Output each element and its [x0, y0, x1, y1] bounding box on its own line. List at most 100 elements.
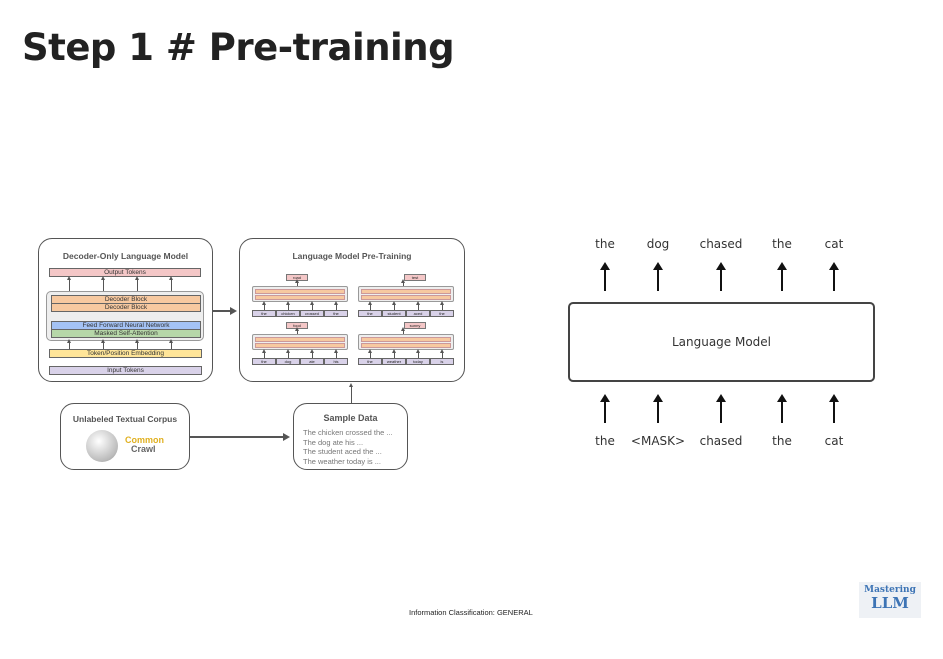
- input-token: aced: [406, 310, 430, 317]
- arrow-icon: [440, 349, 444, 358]
- up-arrow-icon: [653, 262, 663, 291]
- arrow-icon: [440, 301, 444, 310]
- input-token: weather: [382, 358, 406, 365]
- sample-line: The chicken crossed the ...: [303, 428, 393, 437]
- arrow-icon: [310, 349, 314, 358]
- arrow-icon: [169, 276, 173, 291]
- arrow-icon: [334, 301, 338, 310]
- corpus-box: Unlabeled Textual Corpus Common Crawl: [60, 403, 190, 470]
- input-token: the: [772, 434, 792, 448]
- decoder-block: [358, 334, 454, 350]
- arrow-icon: [169, 339, 173, 349]
- sample-line: The dog ate his ...: [303, 437, 364, 447]
- sample-title: Sample Data: [323, 413, 378, 423]
- decoder-title: Decoder-Only Language Model: [62, 251, 189, 261]
- arrow-icon: [190, 433, 290, 440]
- arrow-icon: [286, 349, 290, 358]
- decoder-block: [252, 286, 348, 302]
- arrow-icon: [368, 301, 372, 310]
- up-arrow-icon: [777, 262, 787, 291]
- arrow-icon: [101, 276, 105, 291]
- common-crawl-logo: Common: [125, 435, 164, 445]
- arrow-icon: [401, 279, 405, 286]
- decoder-model-box: Decoder-Only Language Model Output Token…: [38, 238, 213, 382]
- arrow-icon: [401, 327, 405, 334]
- decoder-block: [358, 286, 454, 302]
- up-arrow-icon: [716, 394, 726, 423]
- mastering-llm-logo: Mastering LLM: [859, 582, 921, 618]
- arrow-icon: [295, 279, 299, 286]
- arrow-icon: [213, 307, 237, 314]
- logo-line1: Mastering: [864, 585, 916, 595]
- decoder-block: [252, 334, 348, 350]
- input-token: the: [430, 310, 454, 317]
- input-token: the: [595, 434, 615, 448]
- sample-line: The weather today is ...: [303, 456, 381, 466]
- output-token: cat: [824, 237, 844, 251]
- up-arrow-icon: [653, 394, 663, 423]
- input-token: is: [430, 358, 454, 365]
- input-token: crossed: [300, 310, 324, 317]
- arrow-icon: [135, 276, 139, 291]
- predicted-token: test: [404, 274, 426, 281]
- arrow-icon: [67, 276, 71, 291]
- arrow-icon: [334, 349, 338, 358]
- arrow-icon: [416, 301, 420, 310]
- input-token: chased: [699, 434, 743, 448]
- arrow-icon: [392, 301, 396, 310]
- page-title: Step 1 # Pre-training: [22, 26, 455, 69]
- input-token: ate: [300, 358, 324, 365]
- predicted-token: sunny: [404, 322, 426, 329]
- input-token: cat: [824, 434, 844, 448]
- arrow-icon: [295, 327, 299, 334]
- arrow-icon: [310, 301, 314, 310]
- up-arrow-icon: [600, 394, 610, 423]
- sample-line: The student aced the ...: [303, 447, 382, 456]
- up-arrow-icon: [777, 394, 787, 423]
- output-token: dog: [646, 237, 670, 251]
- output-token: the: [772, 237, 792, 251]
- input-token: the: [252, 310, 276, 317]
- arrow-icon: [349, 383, 353, 403]
- output-token: the: [595, 237, 615, 251]
- up-arrow-icon: [829, 262, 839, 291]
- attention-layer: Masked Self-Attention: [51, 329, 201, 338]
- embedding-layer: Token/Position Embedding: [49, 349, 202, 358]
- arrow-icon: [392, 349, 396, 358]
- logo-line2: LLM: [871, 594, 909, 612]
- arrow-icon: [368, 349, 372, 358]
- input-token: the: [358, 310, 382, 317]
- sample-data-box: Sample Data The chicken crossed the ...T…: [293, 403, 408, 470]
- corpus-title: Unlabeled Textual Corpus: [72, 414, 178, 424]
- arrow-icon: [416, 349, 420, 358]
- arrow-icon: [135, 339, 139, 349]
- language-model-label: Language Model: [671, 335, 772, 349]
- input-token: the: [252, 358, 276, 365]
- input-token: his: [324, 358, 348, 365]
- arrow-icon: [286, 301, 290, 310]
- arrow-icon: [262, 349, 266, 358]
- footer-classification: Information Classification: GENERAL: [409, 608, 533, 617]
- input-token: today: [406, 358, 430, 365]
- input-token: student: [382, 310, 406, 317]
- output-tokens: Output Tokens: [49, 268, 201, 277]
- arrow-icon: [262, 301, 266, 310]
- output-token: chased: [699, 237, 743, 251]
- language-model-box: Language Model: [568, 302, 875, 382]
- input-token: chicken: [276, 310, 300, 317]
- input-token: the: [324, 310, 348, 317]
- input-tokens: Input Tokens: [49, 366, 202, 375]
- input-token: <MASK>: [630, 434, 686, 448]
- input-token: the: [358, 358, 382, 365]
- common-crawl-logo-text: Crawl: [131, 444, 156, 454]
- pretraining-title: Language Model Pre-Training: [292, 251, 412, 261]
- input-token: dog: [276, 358, 300, 365]
- arrow-icon: [101, 339, 105, 349]
- up-arrow-icon: [716, 262, 726, 291]
- up-arrow-icon: [600, 262, 610, 291]
